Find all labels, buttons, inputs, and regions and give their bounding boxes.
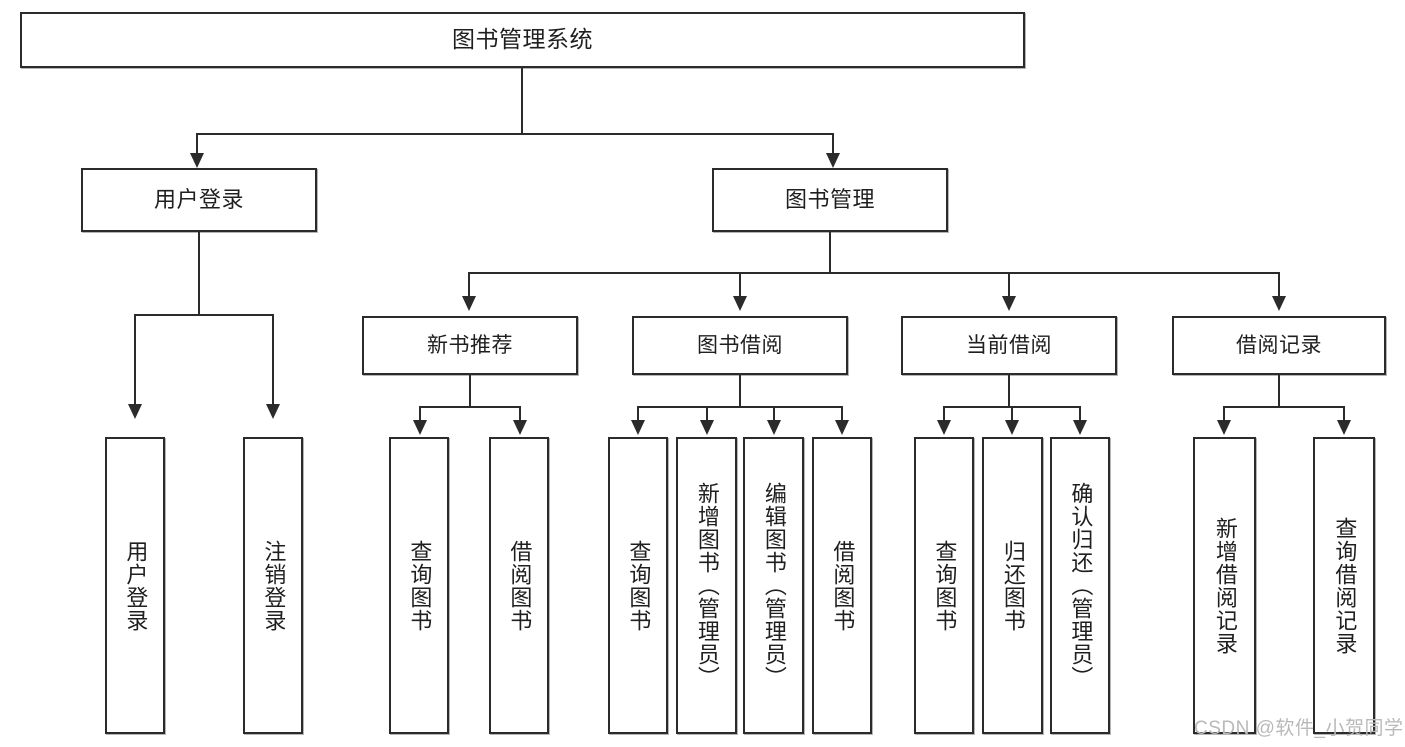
edge-current-borrow-to-leaf-3 [1079, 406, 1081, 422]
arrow-book-borrow-to-leaf-3 [767, 420, 781, 435]
edge-book-manage-to-l3-3 [1008, 272, 1010, 298]
node-label: 新书推荐 [427, 333, 513, 357]
leaf-query-book-3[interactable]: 查询图书 [914, 437, 974, 734]
node-current-borrow[interactable]: 当前借阅 [901, 316, 1117, 375]
edge-book-borrow-to-leaf-1 [637, 406, 639, 422]
arrow-current-borrow-to-leaf-3 [1073, 420, 1087, 435]
arrow-borrow-record-to-leaf-1 [1217, 420, 1231, 435]
edge-borrow-record-to-leaf-2 [1343, 406, 1345, 422]
edge-book-borrow-bus [637, 406, 843, 408]
edge-user-login-to-leaf-1 [134, 314, 136, 406]
edge-new-book-stem [469, 375, 471, 408]
node-label: 编辑图书（管理员） [761, 482, 787, 689]
edge-root-to-user-login [196, 133, 198, 155]
node-label: 借阅图书 [507, 539, 533, 632]
arrow-user-login-to-leaf-2 [266, 404, 280, 419]
leaf-add-record[interactable]: 新增借阅记录 [1193, 437, 1256, 734]
edge-borrow-record-stem [1278, 375, 1280, 408]
leaf-return-book[interactable]: 归还图书 [982, 437, 1043, 734]
node-label: 用户登录 [123, 539, 149, 632]
node-book-manage[interactable]: 图书管理 [712, 168, 948, 232]
node-label: 新增借阅记录 [1212, 516, 1238, 655]
edge-book-borrow-to-leaf-4 [841, 406, 843, 422]
edge-book-manage-to-l3-1 [468, 272, 470, 298]
arrow-book-manage-to-l3-3 [1002, 296, 1016, 311]
arrow-book-borrow-to-leaf-4 [835, 420, 849, 435]
leaf-edit-book[interactable]: 编辑图书（管理员） [743, 437, 804, 734]
edge-book-manage-bus [468, 272, 1280, 274]
node-label: 当前借阅 [966, 333, 1052, 357]
node-label: 查询借阅记录 [1332, 516, 1358, 655]
arrow-book-borrow-to-leaf-2 [700, 420, 714, 435]
watermark-text: CSDN @软件_小贺同学 [1194, 718, 1404, 739]
node-label: 图书借阅 [697, 333, 783, 357]
node-label: 归还图书 [1000, 539, 1026, 632]
edge-root-to-book-manage [832, 133, 834, 155]
arrow-book-borrow-to-leaf-1 [631, 420, 645, 435]
arrow-current-borrow-to-leaf-2 [1005, 420, 1019, 435]
node-label: 查询图书 [407, 539, 433, 632]
node-label: 借阅记录 [1236, 333, 1322, 357]
arrow-book-manage-to-l3-1 [462, 296, 476, 311]
edge-current-borrow-to-leaf-1 [943, 406, 945, 422]
edge-new-book-to-leaf-2 [519, 406, 521, 422]
node-label: 注销登录 [261, 539, 287, 632]
node-label: 图书管理系统 [452, 26, 593, 53]
edge-user-login-to-leaf-2 [272, 314, 274, 406]
arrow-root-to-book-manage [826, 153, 840, 168]
arrow-root-to-user-login [190, 153, 204, 168]
edge-book-borrow-stem [739, 375, 741, 408]
edge-root-bus [196, 133, 834, 135]
edge-user-login-bus [134, 314, 274, 316]
node-label: 借阅图书 [830, 539, 856, 632]
leaf-logout-login[interactable]: 注销登录 [243, 437, 303, 734]
node-label: 查询图书 [626, 539, 652, 632]
node-user-login[interactable]: 用户登录 [81, 168, 317, 232]
leaf-confirm-return[interactable]: 确认归还（管理员） [1050, 437, 1110, 734]
edge-current-borrow-stem [1008, 375, 1010, 408]
edge-book-manage-stem [829, 232, 831, 274]
arrow-user-login-to-leaf-1 [128, 404, 142, 419]
leaf-borrow-book-2[interactable]: 借阅图书 [812, 437, 872, 734]
edge-root-stem [521, 68, 523, 134]
edge-user-login-stem [198, 232, 200, 315]
edge-book-borrow-to-leaf-3 [773, 406, 775, 422]
edge-book-manage-to-l3-2 [739, 272, 741, 298]
leaf-user-login[interactable]: 用户登录 [105, 437, 165, 734]
node-label: 图书管理 [784, 186, 875, 212]
edge-new-book-to-leaf-1 [419, 406, 421, 422]
leaf-query-book-2[interactable]: 查询图书 [608, 437, 668, 734]
edge-book-borrow-to-leaf-2 [706, 406, 708, 422]
arrow-new-book-to-leaf-2 [513, 420, 527, 435]
edge-new-book-bus [419, 406, 521, 408]
arrow-borrow-record-to-leaf-2 [1337, 420, 1351, 435]
node-new-book-recommend[interactable]: 新书推荐 [362, 316, 578, 375]
arrow-current-borrow-to-leaf-1 [937, 420, 951, 435]
arrow-new-book-to-leaf-1 [413, 420, 427, 435]
node-label: 确认归还（管理员） [1068, 482, 1094, 689]
leaf-query-book-1[interactable]: 查询图书 [389, 437, 449, 734]
node-label: 新增图书（管理员） [694, 482, 720, 689]
node-book-borrow[interactable]: 图书借阅 [632, 316, 848, 375]
leaf-add-book[interactable]: 新增图书（管理员） [676, 437, 737, 734]
node-label: 用户登录 [153, 186, 244, 212]
edge-borrow-record-bus [1223, 406, 1345, 408]
edge-current-borrow-to-leaf-2 [1011, 406, 1013, 422]
leaf-query-record[interactable]: 查询借阅记录 [1313, 437, 1375, 734]
leaf-borrow-book-1[interactable]: 借阅图书 [489, 437, 549, 734]
node-borrow-record[interactable]: 借阅记录 [1172, 316, 1386, 375]
node-root-system[interactable]: 图书管理系统 [20, 12, 1025, 68]
arrow-book-manage-to-l3-4 [1272, 296, 1286, 311]
edge-book-manage-to-l3-4 [1278, 272, 1280, 298]
node-label: 查询图书 [932, 539, 958, 632]
arrow-book-manage-to-l3-2 [733, 296, 747, 311]
edge-borrow-record-to-leaf-1 [1223, 406, 1225, 422]
